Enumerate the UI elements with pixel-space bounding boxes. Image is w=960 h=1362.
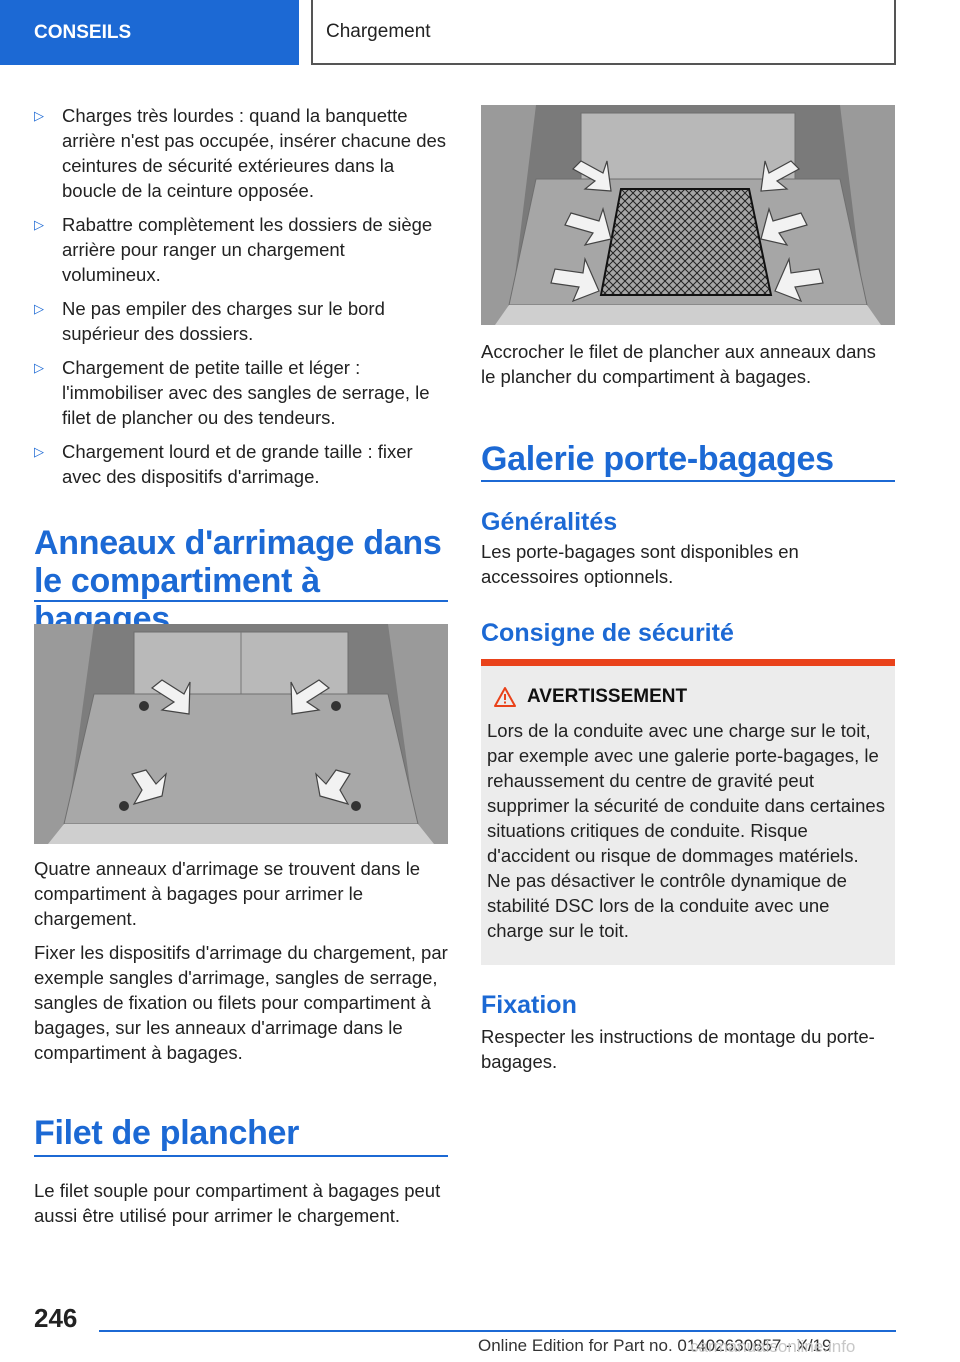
footer-rule <box>99 1330 896 1332</box>
bullet-triangle-icon: ▷ <box>34 444 44 459</box>
subsection-title: Fixation <box>481 991 577 1019</box>
list-item: ▷ Ne pas empiler des charges sur le bord… <box>34 296 448 346</box>
consigne-heading-block: Consigne de sécurité <box>481 618 895 648</box>
page-number: 246 <box>34 1303 78 1333</box>
floor-net-caption-block: Accrocher le filet de plancher aux annea… <box>481 339 895 389</box>
section-label: CONSEILS <box>34 21 132 43</box>
subsection-title: Consigne de sécurité <box>481 619 734 647</box>
trunk-tie-down-photo <box>34 624 448 844</box>
list-item: ▷ Charges très lourdes : quand la banque… <box>34 103 448 203</box>
bullet-triangle-icon: ▷ <box>34 108 44 123</box>
section-heading-filet: Filet de plancher <box>34 1114 448 1152</box>
generalites-paragraph: Les porte-bagages sont disponibles en ac… <box>481 541 799 587</box>
section-title: Galerie porte-bagages <box>481 440 834 478</box>
floor-net-caption: Accrocher le filet de plancher aux annea… <box>481 341 876 387</box>
warning-box: AVERTISSEMENT Lors de la conduite avec u… <box>481 659 895 965</box>
section-title-line2: le compartiment à bagages <box>34 562 320 638</box>
list-item-text: Ne pas empiler des charges sur le bord s… <box>62 298 385 344</box>
section-rule <box>34 600 448 602</box>
list-item-text: Charges très lourdes : quand la banquett… <box>62 105 447 201</box>
bullet-triangle-icon: ▷ <box>34 301 44 316</box>
subsection-title: Généralités <box>481 508 618 536</box>
section-rule <box>34 1155 448 1157</box>
edition-text: Online Edition for Part no. 01402630857 … <box>478 1336 832 1355</box>
list-item-text: Rabattre complètement les dossiers de si… <box>62 214 433 285</box>
floor-net-photo <box>481 105 895 325</box>
tie-down-paragraph-1: Quatre anneaux d'arrimage se trouvent da… <box>34 858 421 929</box>
section-title-line1: Anneaux d'arrimage dans <box>34 524 442 562</box>
list-item-text: Chargement de petite taille et léger : l… <box>62 357 430 428</box>
trunk-tie-down-illustration <box>34 624 448 844</box>
fixation-paragraph: Respecter les instructions de montage du… <box>481 1026 875 1072</box>
generalites-block: Généralités Les porte-bagages sont dispo… <box>481 507 895 589</box>
arrow-icon <box>131 679 351 805</box>
bullet-triangle-icon: ▷ <box>34 360 44 375</box>
section-title: Filet de plancher <box>34 1114 300 1152</box>
chapter-header: Chargement <box>311 0 896 65</box>
list-item: ▷ Rabattre complètement les dossiers de … <box>34 212 448 287</box>
list-item: ▷ Chargement de petite taille et léger :… <box>34 355 448 430</box>
chapter-label: Chargement <box>326 20 431 42</box>
section-heading-anneaux: Anneaux d'arrimage dans le compartiment … <box>34 524 448 638</box>
warning-bar <box>481 659 895 666</box>
watermark: carmanualsonline.info <box>690 1337 856 1356</box>
arrow-icon <box>550 160 824 303</box>
warning-header: AVERTISSEMENT <box>493 686 895 708</box>
tie-down-paragraph-2: Fixer les dispositifs d'arrimage du char… <box>34 942 448 1063</box>
fixation-block: Fixation Respecter les instructions de m… <box>481 990 895 1074</box>
list-item-text: Chargement lourd et de grande taille : f… <box>62 441 413 487</box>
tie-down-paragraphs: Quatre anneaux d'arrimage se trouvent da… <box>34 856 448 1065</box>
list-item: ▷ Chargement lourd et de grande taille :… <box>34 439 448 489</box>
section-tab: CONSEILS <box>0 0 299 65</box>
section-heading-galerie: Galerie porte-bagages <box>481 440 895 478</box>
filet-paragraph: Le filet souple pour compartiment à baga… <box>34 1180 441 1226</box>
warning-title: AVERTISSEMENT <box>527 686 688 707</box>
section-rule <box>481 480 895 482</box>
bullet-triangle-icon: ▷ <box>34 217 44 232</box>
floor-net-illustration <box>481 105 895 325</box>
warning-text: Lors de la conduite avec une charge sur … <box>487 720 885 941</box>
warning-triangle-icon <box>494 687 516 707</box>
filet-paragraph-block: Le filet souple pour compartiment à baga… <box>34 1178 448 1228</box>
bullet-list: ▷ Charges très lourdes : quand la banque… <box>34 103 448 498</box>
